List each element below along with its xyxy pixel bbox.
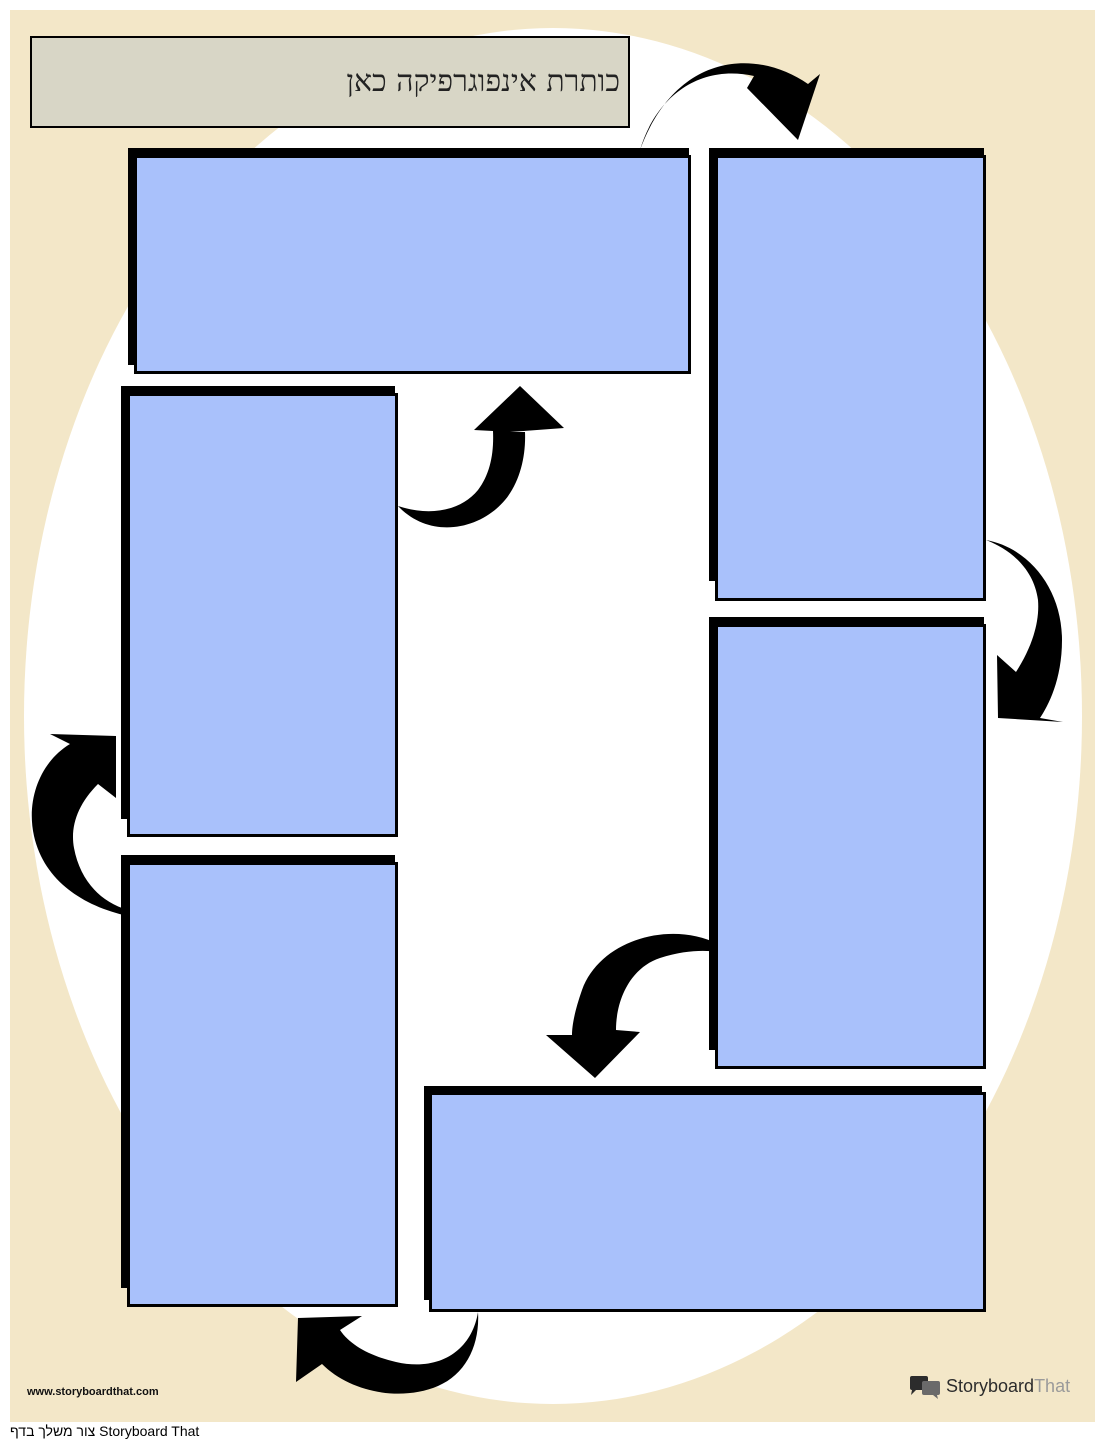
curved-arrow-icon [398, 386, 564, 528]
curved-arrow-icon [986, 540, 1063, 722]
logo-text-main: Storyboard [946, 1376, 1035, 1396]
panel-6[interactable] [429, 1092, 986, 1312]
logo-text-accent: That [1034, 1376, 1071, 1396]
credit-brand[interactable]: Storyboard That [99, 1423, 200, 1439]
credit-line: צור משלך בדף Storyboard That [10, 1423, 199, 1439]
speech-bubble-logo-icon [910, 1376, 940, 1399]
credit-prefix: צור משלך בדף [10, 1423, 96, 1439]
curved-arrow-icon [546, 933, 718, 1078]
page-title: כותרת אינפוגרפיקה כאן [346, 64, 620, 99]
title-box[interactable]: כותרת אינפוגרפיקה כאן [30, 36, 630, 128]
panel-1[interactable] [134, 155, 691, 374]
panel-4[interactable] [715, 624, 986, 1069]
website-url[interactable]: www.storyboardthat.com [27, 1386, 159, 1398]
panel-2[interactable] [715, 155, 986, 601]
curved-arrow-icon [640, 63, 820, 150]
panel-5[interactable] [127, 862, 398, 1307]
curved-arrow-icon [31, 734, 128, 916]
panel-3[interactable] [127, 393, 398, 837]
curved-arrow-icon [296, 1312, 479, 1394]
